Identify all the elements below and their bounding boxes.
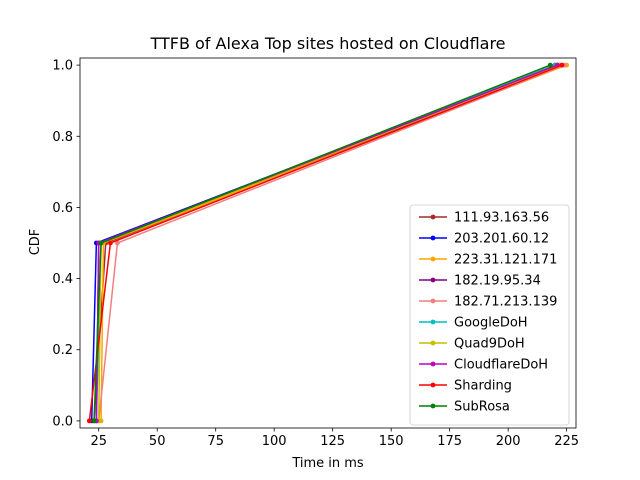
legend-marker-swatch [430, 277, 436, 283]
x-tick-label: 50 [149, 434, 166, 449]
legend-label: 182.71.213.139 [454, 295, 557, 310]
legend-item-1: 203.201.60.12 [419, 232, 549, 247]
plot-area: 25 50 75 100 125 150 175 200 225 0.0 0.2 0.4 0.6 0.8 1… [52, 57, 579, 449]
y-tick-label: 0.0 [52, 414, 73, 429]
legend-label: 182.19.95.34 [454, 274, 541, 289]
legend-item-8: Sharding [419, 379, 512, 394]
data-point-8-1 [108, 240, 113, 246]
legend-marker-swatch [430, 256, 436, 262]
axes-frame [79, 57, 577, 429]
series-9 [91, 62, 553, 424]
legend-marker-swatch [430, 382, 436, 388]
x-tick-label: 200 [496, 434, 521, 449]
chart-title: TTFB of Alexa Top sites hosted on Cloudf… [149, 34, 505, 53]
legend-item-7: CloudflareDoH [419, 358, 548, 373]
y-axis-label: CDF [28, 229, 43, 256]
legend-marker-swatch [430, 214, 436, 220]
y-tick-label: 0.8 [52, 130, 73, 145]
x-tick-label: 25 [90, 434, 107, 449]
legend-box [409, 204, 570, 426]
x-tick-label: 175 [437, 434, 462, 449]
data-point-9-0 [91, 418, 97, 424]
legend-item-5: GoogleDoH [419, 316, 528, 331]
legend-marker-swatch [430, 403, 436, 409]
x-tick-label: 225 [554, 434, 579, 449]
legend: 111.93.163.56 203.201.60.12 223.31.121.171… [409, 204, 570, 426]
legend-marker-swatch [430, 361, 436, 367]
legend-label: SubRosa [454, 400, 510, 415]
y-tick-label: 1.0 [52, 59, 73, 74]
data-point-9-1 [98, 240, 104, 246]
legend-marker-swatch [430, 235, 436, 241]
x-tick-label: 75 [207, 434, 224, 449]
legend-label: Sharding [454, 379, 512, 394]
x-tick-label: 150 [379, 434, 404, 449]
legend-label: 223.31.121.171 [454, 253, 557, 268]
x-axis-label: Time in ms [291, 456, 364, 471]
x-tick-label: 125 [320, 434, 345, 449]
legend-label: CloudflareDoH [454, 358, 548, 373]
x-tick-label: 100 [262, 434, 287, 449]
legend-marker-swatch [430, 319, 436, 325]
data-point-9-2 [547, 62, 553, 68]
legend-label: GoogleDoH [454, 316, 528, 331]
legend-item-9: SubRosa [419, 400, 510, 415]
legend-label: 203.201.60.12 [454, 232, 549, 247]
legend-label: Quad9DoH [454, 337, 525, 352]
legend-marker-swatch [430, 298, 436, 304]
data-point-8-2 [559, 62, 565, 68]
legend-item-3: 182.19.95.34 [419, 274, 541, 289]
legend-item-0: 111.93.163.56 [419, 211, 549, 226]
legend-item-6: Quad9DoH [419, 337, 525, 352]
data-point-8-0 [86, 418, 92, 424]
y-tick-label: 0.2 [52, 343, 73, 358]
legend-label: 111.93.163.56 [454, 211, 549, 226]
data-point-4-1 [115, 240, 120, 246]
y-tick-label: 0.4 [52, 272, 73, 287]
legend-item-4: 182.71.213.139 [419, 295, 557, 310]
y-tick-label: 0.6 [52, 201, 73, 216]
legend-marker-swatch [430, 340, 436, 346]
legend-item-2: 223.31.121.171 [419, 253, 557, 268]
